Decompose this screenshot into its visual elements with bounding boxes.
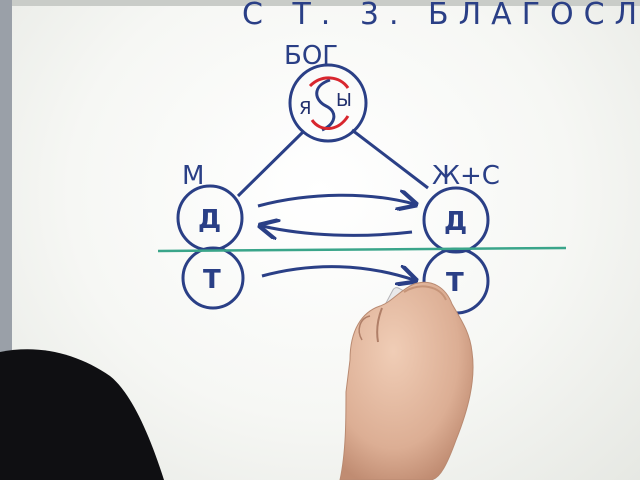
red-arc-bottom <box>310 115 350 130</box>
divider-line <box>157 246 567 253</box>
god-s-curve <box>315 78 336 132</box>
arrow-left-to-right-upper <box>257 195 414 206</box>
writing-hand <box>339 281 474 480</box>
board-frame-top <box>0 0 640 6</box>
right-upper-circle-label: Д <box>444 207 467 237</box>
right-lower-circle-label: Т <box>446 268 464 298</box>
red-arc-top <box>308 76 350 89</box>
triangle-right-side <box>351 128 429 190</box>
left-lower-circle-label: Т <box>203 265 221 295</box>
left-lower-circle <box>181 246 245 310</box>
right-person-label: Ж+С <box>432 161 500 191</box>
arrow-right-to-left-upper <box>262 226 413 235</box>
god-circle <box>288 63 368 143</box>
triangle-left-side <box>236 130 305 198</box>
right-upper-circle <box>422 186 490 254</box>
left-upper-circle-label: Д <box>198 205 221 235</box>
dark-sleeve <box>0 349 164 480</box>
god-left-letter: Я <box>299 98 312 119</box>
left-person-label: М <box>182 161 204 191</box>
arrow-left-to-right-lower <box>261 267 414 280</box>
god-right-letter: Ы <box>336 90 352 111</box>
heading-text: С Т. 3. БЛАГОСЛОВЕ <box>242 0 640 32</box>
